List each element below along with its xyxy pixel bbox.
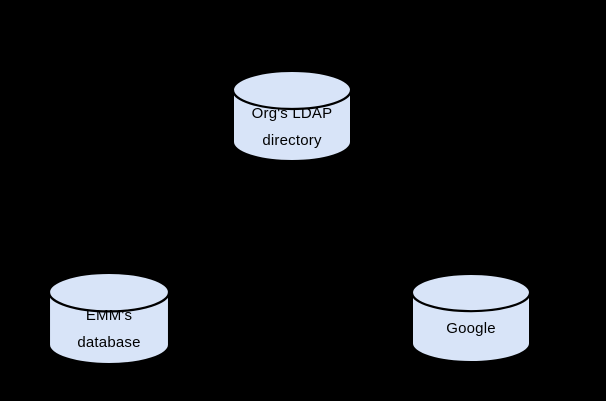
node-label-line: directory	[262, 131, 322, 149]
database-cylinder-icon	[48, 272, 170, 365]
node-label-line: database	[77, 334, 141, 351]
db-cylinder-emm-database: EMM's database	[48, 272, 170, 365]
database-cylinder-icon	[411, 273, 531, 363]
cylinder-body	[411, 273, 531, 363]
node-label: Google	[411, 299, 531, 358]
node-label-line: Google	[446, 320, 496, 337]
db-cylinder-org-ldap-directory: Org's LDAP directory	[232, 70, 352, 162]
cylinder-body	[48, 272, 170, 365]
db-cylinder-google: Google	[411, 273, 531, 363]
cylinder-top-rim	[48, 292, 170, 313]
cylinder-top-rim	[232, 89, 352, 111]
node-label-line: EMM's	[85, 307, 133, 324]
node-label-line: Org's LDAP	[251, 104, 333, 122]
node-label: Org's LDAP directory	[232, 96, 352, 157]
node-label: EMM's database	[48, 298, 170, 360]
cylinder-body	[232, 70, 352, 162]
database-cylinder-icon	[232, 70, 352, 162]
cylinder-top-rim	[411, 292, 531, 313]
